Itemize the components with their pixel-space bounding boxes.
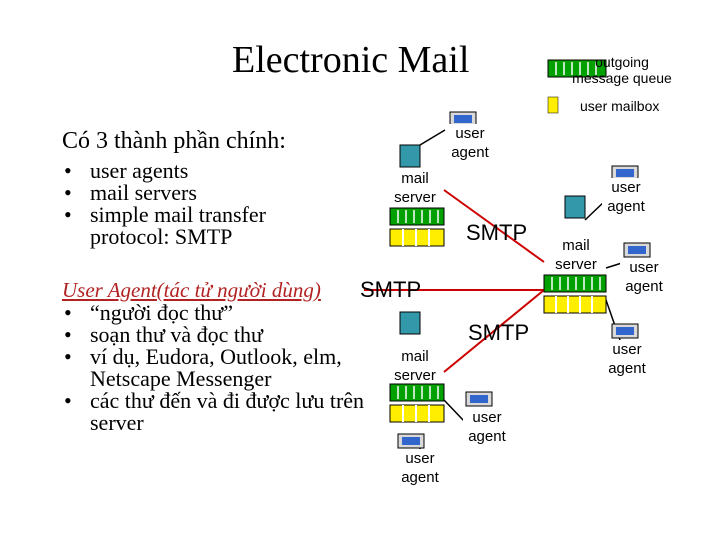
list-item: soạn thư và đọc thư [62,324,370,347]
legend-mailbox-icon [547,96,559,114]
mail-server-label: mail server [555,237,597,273]
user-agent-heading: User Agent(tác tử người dùng) [62,278,321,302]
list-item: mail servers [62,182,320,205]
intro-heading: Có 3 thành phần chính: [62,128,286,154]
mail-server-label: mail server [394,170,436,206]
list-item: các thư đến và đi được lưu trên server [62,390,370,434]
legend-queue-icon [547,59,607,78]
user-agent-label: user agent [603,340,651,378]
smtp-link-upper [443,189,545,263]
legend-queue-label: outgoing message queue [572,54,672,86]
user-agent-label: user agent [620,258,668,296]
list-item: simple mail transfer protocol: SMTP [62,204,320,248]
user-agent-list: “người đọc thư” soạn thư và đọc thư ví d… [62,302,370,434]
intro-list: user agents mail servers simple mail tra… [62,160,320,248]
list-item: “người đọc thư” [62,302,370,325]
list-item: user agents [62,160,320,183]
smtp-link-lower [443,289,545,373]
mail-server-label: mail server [394,348,436,384]
smtp-label: SMTP [468,320,530,345]
smtp-label: SMTP [466,220,528,245]
list-item: ví dụ, Eudora, Outlook, elm, Netscape Me… [62,346,350,390]
page-title: Electronic Mail [232,39,470,81]
smtp-label: SMTP [360,277,422,302]
user-agent-label: user agent [446,124,494,162]
user-agent-label: user agent [602,178,650,216]
user-agent-label: user agent [396,449,444,487]
legend-mailbox-label: user mailbox [580,98,660,114]
user-agent-label: user agent [463,408,511,446]
